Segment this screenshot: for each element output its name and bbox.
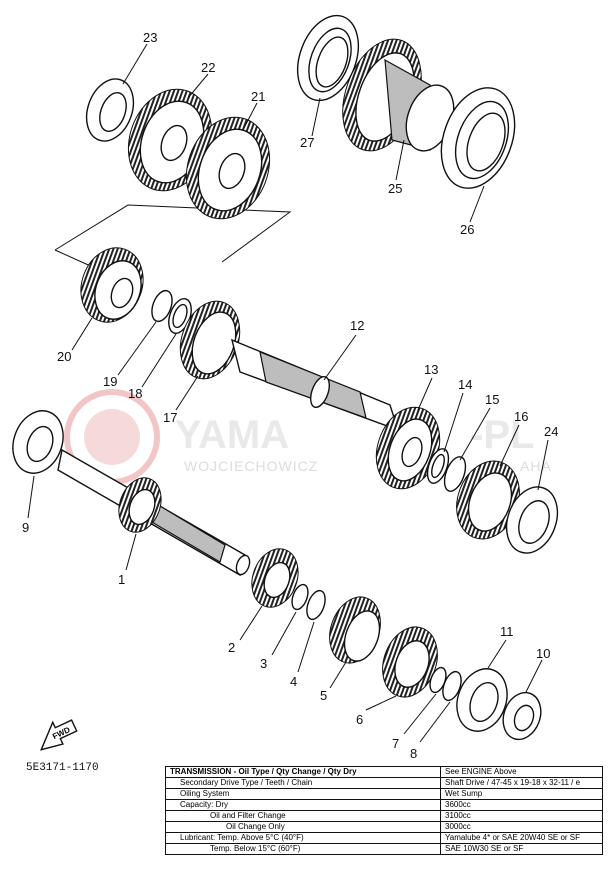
fwd-arrow-icon: FWD (40, 719, 78, 751)
spec-value: Wet Sump (440, 788, 603, 800)
spec-label: Oiling System (165, 788, 441, 800)
gear-2 (251, 548, 299, 608)
callout-7: 7 (392, 736, 399, 751)
spec-row: Oil and Filter Change 3100cc (165, 810, 603, 822)
callout-15: 15 (485, 392, 499, 407)
callout-26: 26 (460, 222, 474, 237)
gear-6 (382, 626, 438, 698)
gear-25 (342, 38, 455, 152)
spec-row: Lubricant: Temp. Above 5°C (40°F) Yamalu… (165, 832, 603, 844)
gear-5 (329, 596, 381, 664)
washer-3 (291, 583, 309, 611)
callout-17: 17 (163, 410, 177, 425)
gear-17 (179, 300, 241, 380)
watermark-sub-suffix: AHA (520, 458, 552, 474)
seal-10 (502, 691, 542, 741)
spec-label: Capacity: Dry (165, 799, 441, 811)
gear-1 (118, 477, 162, 533)
spec-label: TRANSMISSION - Oil Type / Qty Change / Q… (165, 766, 441, 778)
spec-label: Secondary Drive Type / Teeth / Chain (165, 777, 441, 789)
watermark-sub: WOJCIECHOWICZ (184, 458, 318, 474)
callout-3: 3 (260, 656, 267, 671)
spec-value: See ENGINE Above (440, 766, 603, 778)
callout-24: 24 (544, 424, 558, 439)
callout-18: 18 (128, 386, 142, 401)
callouts: 23 22 21 27 25 26 20 19 18 17 12 13 14 1… (22, 30, 558, 761)
callout-27: 27 (300, 135, 314, 150)
spec-row: Temp. Below 15°C (60°F) SAE 10W30 SE or … (165, 843, 603, 855)
callout-11: 11 (500, 624, 514, 639)
callout-16: 16 (514, 409, 528, 424)
washer-19 (151, 289, 173, 323)
spec-label: Oil Change Only (165, 821, 441, 833)
callout-13: 13 (424, 362, 438, 377)
callout-12: 12 (350, 318, 364, 333)
bearing-9 (12, 410, 64, 474)
spec-value: Yamalube 4* or SAE 20W40 SE or SF (440, 832, 603, 844)
spec-row: TRANSMISSION - Oil Type / Qty Change / Q… (165, 766, 603, 778)
callout-1: 1 (118, 572, 125, 587)
bearing-26 (440, 87, 516, 189)
spec-table: TRANSMISSION - Oil Type / Qty Change / Q… (165, 766, 603, 855)
spec-row: Oil Change Only 3000cc (165, 821, 603, 833)
callout-10: 10 (536, 646, 550, 661)
circlip-8 (442, 670, 462, 702)
callout-6: 6 (356, 712, 363, 727)
callout-20: 20 (57, 349, 71, 364)
callout-2: 2 (228, 640, 235, 655)
bearing-24 (505, 486, 559, 554)
spec-value: 3000cc (440, 821, 603, 833)
callout-14: 14 (458, 377, 472, 392)
spec-value: Shaft Drive / 47-45 x 19-18 x 32-11 / e (440, 777, 603, 789)
callout-23: 23 (143, 30, 157, 45)
washer-14 (426, 448, 450, 484)
spec-row: Capacity: Dry 3600cc (165, 799, 603, 811)
group-bracket (54, 204, 292, 269)
spec-value: 3600cc (440, 799, 603, 811)
spec-label: Oil and Filter Change (165, 810, 441, 822)
spec-row: Secondary Drive Type / Teeth / Chain Sha… (165, 777, 603, 789)
diagram-code: 5E3171-1170 (26, 762, 99, 774)
callout-22: 22 (201, 60, 215, 75)
bearing-23 (85, 78, 135, 142)
spec-row: Oiling System Wet Sump (165, 788, 603, 800)
circlip-4 (306, 589, 326, 621)
callout-9: 9 (22, 520, 29, 535)
callout-8: 8 (410, 746, 417, 761)
spec-label: Lubricant: Temp. Above 5°C (40°F) (165, 832, 441, 844)
gear-20 (80, 247, 144, 323)
spec-value: 3100cc (440, 810, 603, 822)
watermark-brand: YAMA (175, 413, 289, 457)
axle-12 (230, 338, 400, 432)
callout-4: 4 (290, 674, 297, 689)
gear-13 (375, 406, 441, 490)
watermark: YAMA -PL WOJCIECHOWICZ AHA (64, 389, 552, 485)
bearing-27 (296, 14, 360, 102)
bearing-11 (456, 668, 508, 732)
callout-21: 21 (251, 89, 265, 104)
gear-16 (456, 460, 520, 540)
callout-19: 19 (103, 374, 117, 389)
spec-label: Temp. Below 15°C (60°F) (165, 843, 441, 855)
callout-25: 25 (388, 181, 402, 196)
spec-value: SAE 10W30 SE or SF (440, 843, 603, 855)
callout-5: 5 (320, 688, 327, 703)
watermark-brand-suffix: -PL (470, 413, 534, 457)
gear-21 (185, 116, 271, 220)
